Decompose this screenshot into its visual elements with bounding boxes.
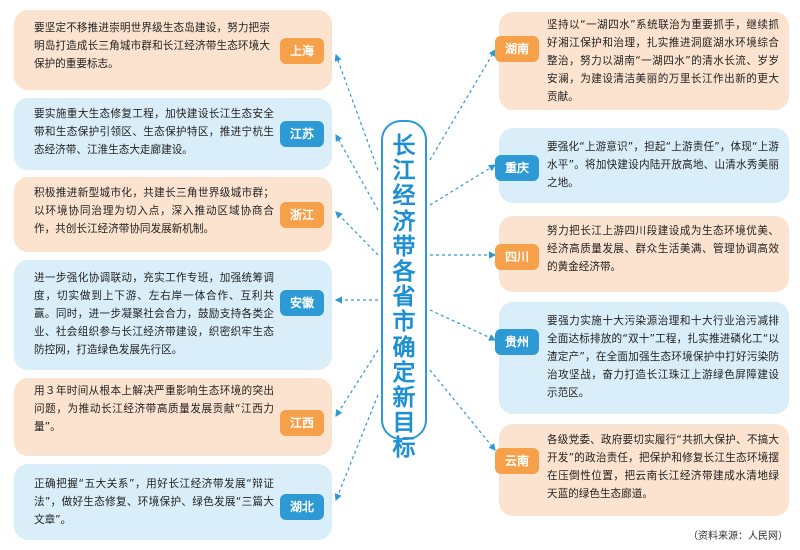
card-hunan: 湖南 坚持以“一湖四水”系统联治为重要抓手，继续抓好湘江保护和治理，扎实推进洞庭… (495, 12, 789, 110)
card-text: 要强化“上游意识”，担起“上游责任”，体现“上游水平”。将加快建设内陆开放高地、… (547, 141, 779, 189)
center-title-box: 长江经济带各省市确定新目标 (381, 120, 427, 461)
card-jiangxi: 用３年时间从根本上解决严重影响生态环境的突出问题，为推动长江经济带高质量发展贡献… (14, 378, 332, 456)
province-tag: 浙江 (280, 202, 324, 228)
card-sichuan: 四川 努力把长江上游四川段建设成为生态环境优美、经济高质量发展、群众生活美满、管… (495, 216, 789, 292)
card-text: 正确把握“五大关系”，用好长江经济带发展“辩证法”，做好生态修复、环境保护、绿色… (34, 478, 274, 526)
card-anhui: 进一步强化协调联动，充实工作专班，加强统筹调度，切实做到上下游、左右岸一体合作、… (14, 260, 332, 370)
source-note: （资料来源：人民网） (688, 531, 788, 542)
card-text: 要实施重大生态修复工程，加快建设长江生态安全带和生态保护引领区、生态保护特区，推… (34, 108, 274, 156)
card-text: 坚持以“一湖四水”系统联治为重要抓手，继续抓好湘江保护和治理，扎实推进洞庭湖水环… (547, 19, 779, 103)
province-tag: 四川 (495, 244, 539, 270)
card-chongqing: 重庆 要强化“上游意识”，担起“上游责任”，体现“上游水平”。将加快建设内陆开放… (495, 128, 789, 203)
province-tag: 江西 (280, 410, 324, 436)
center-title: 长江经济带各省市确定新目标 (392, 133, 416, 462)
province-tag: 湖南 (495, 36, 539, 62)
province-tag: 江苏 (280, 121, 324, 147)
card-text: 用３年时间从根本上解决严重影响生态环境的突出问题，为推动长江经济带高质量发展贡献… (34, 385, 274, 433)
card-jiangsu: 要实施重大生态修复工程，加快建设长江生态安全带和生态保护引领区、生态保护特区，推… (14, 98, 332, 170)
province-tag: 重庆 (495, 155, 539, 181)
card-text: 各级党委、政府要切实履行“共抓大保护、不搞大开发”的政治责任，把保护和修复长江生… (547, 434, 779, 500)
card-text: 进一步强化协调联动，充实工作专班，加强统筹调度，切实做到上下游、左右岸一体合作、… (34, 272, 274, 356)
province-tag: 上海 (280, 38, 324, 64)
card-yunnan: 云南 各级党委、政府要切实履行“共抓大保护、不搞大开发”的政治责任，把保护和修复… (495, 424, 789, 516)
card-text: 努力把长江上游四川段建设成为生态环境优美、经济高质量发展、群众生活美满、管理协调… (547, 225, 779, 273)
province-tag: 安徽 (280, 290, 324, 316)
card-text: 积极推进新型城市化，共建长三角世界级城市群；以环境协同治理为切入点，深入推动区域… (34, 187, 274, 235)
province-tag: 贵州 (495, 329, 539, 355)
province-tag: 云南 (495, 448, 539, 474)
card-text: 要强力实施十大污染源治理和十大行业治污减排全面达标排放的“双十”工程，扎实推进磷… (547, 315, 779, 399)
card-text: 要坚定不移推进崇明世界级生态岛建设，努力把崇明岛打造成长三角城市群和长江经济带生… (34, 22, 270, 70)
card-zhejiang: 积极推进新型城市化，共建长三角世界级城市群；以环境协同治理为切入点，深入推动区域… (14, 177, 332, 252)
card-hubei: 正确把握“五大关系”，用好长江经济带发展“辩证法”，做好生态修复、环境保护、绿色… (14, 464, 332, 540)
card-shanghai: 要坚定不移推进崇明世界级生态岛建设，努力把崇明岛打造成长三角城市群和长江经济带生… (14, 10, 332, 90)
card-guizhou: 贵州 要强力实施十大污染源治理和十大行业治污减排全面达标排放的“双十”工程，扎实… (495, 302, 789, 414)
province-tag: 湖北 (280, 494, 324, 520)
